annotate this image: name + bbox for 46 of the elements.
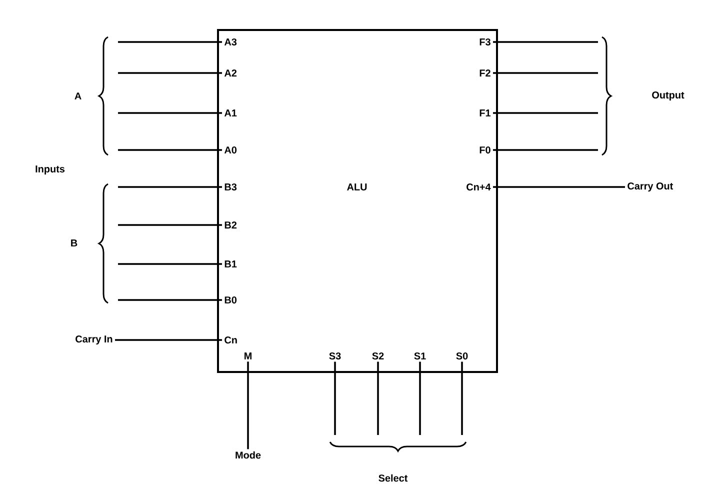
brace-label: B	[71, 240, 78, 246]
wire	[334, 362, 336, 435]
pin-label: M	[244, 352, 252, 360]
pin-label: B2	[224, 222, 237, 228]
pin-label: A0	[224, 146, 237, 154]
terminal-label: Carry Out	[628, 182, 674, 192]
wire	[118, 72, 222, 74]
pin-label: S1	[414, 352, 426, 360]
wire	[118, 299, 222, 301]
wire	[493, 112, 598, 114]
pin-label: S0	[456, 352, 468, 360]
pin-label: Cn+4	[466, 183, 491, 191]
wire	[247, 362, 249, 450]
pin-label: F3	[480, 38, 490, 46]
wire	[419, 362, 421, 435]
pin-label: F0	[480, 146, 490, 154]
wire	[118, 186, 222, 188]
pin-label: B3	[224, 183, 237, 191]
wire	[493, 149, 598, 151]
pin-label: S3	[329, 352, 341, 360]
pin-label: F2	[480, 70, 490, 76]
wire	[118, 112, 222, 114]
wire	[493, 41, 598, 43]
wire	[118, 149, 222, 151]
wire	[377, 362, 379, 435]
wire	[493, 72, 598, 74]
pin-label: F1	[480, 110, 491, 116]
wire	[493, 186, 625, 188]
wire	[118, 263, 222, 265]
brace-label: Select	[378, 474, 408, 482]
pin-label: B1	[224, 260, 237, 268]
pin-label: A3	[224, 38, 237, 46]
pin-label: Cn	[224, 336, 237, 344]
wire	[115, 339, 222, 341]
terminal-label: Mode	[236, 451, 261, 459]
group-label: Inputs	[36, 166, 65, 174]
brace-label: A	[74, 92, 82, 100]
pin-label: A2	[224, 70, 237, 76]
wire	[118, 224, 222, 226]
wire	[461, 362, 463, 435]
pin-label: S2	[372, 352, 384, 360]
pin-label: B0	[224, 296, 237, 304]
pin-label: A1	[224, 110, 237, 116]
wire	[118, 41, 222, 43]
terminal-label: Carry In	[76, 335, 112, 344]
brace-label: Output	[652, 91, 684, 100]
